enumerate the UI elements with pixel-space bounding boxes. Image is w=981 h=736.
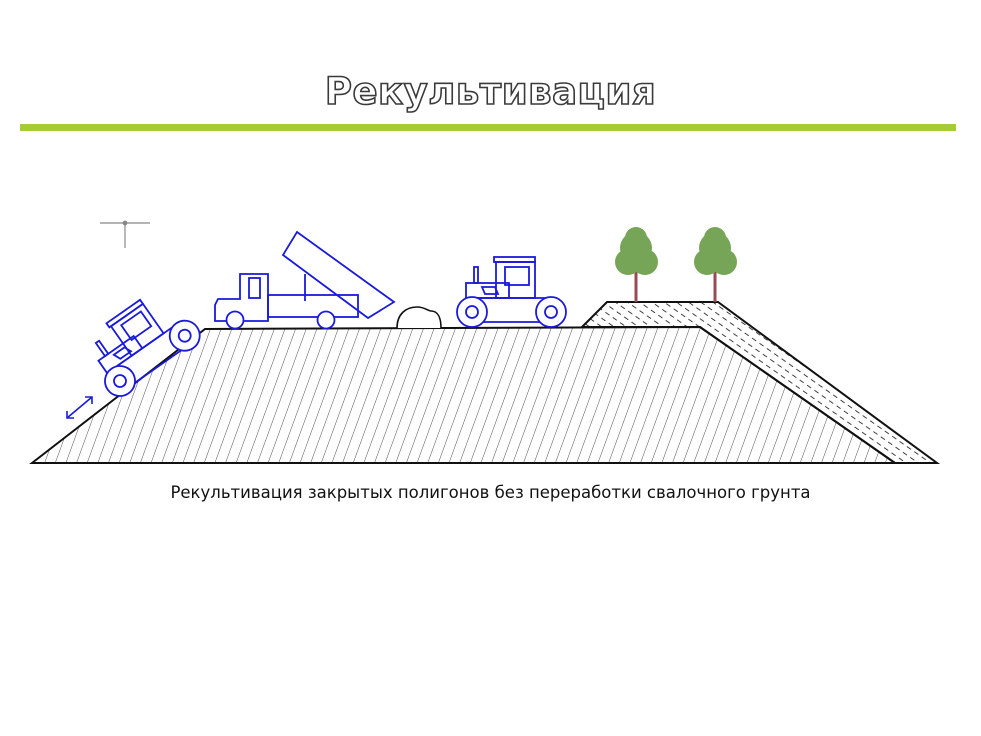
cover-layer	[579, 301, 941, 464]
slide-title: Рекультивация	[324, 69, 657, 114]
crosshair-icon	[100, 220, 150, 248]
double-arrow-icon	[66, 396, 93, 419]
soil-pile	[396, 306, 442, 329]
tree	[615, 227, 658, 302]
diagram-caption: Рекультивация закрытых полигонов без пер…	[170, 483, 811, 502]
tree	[694, 227, 737, 302]
title-accent-bar	[20, 124, 956, 131]
dump-truck	[214, 230, 396, 330]
tractor	[456, 256, 567, 328]
